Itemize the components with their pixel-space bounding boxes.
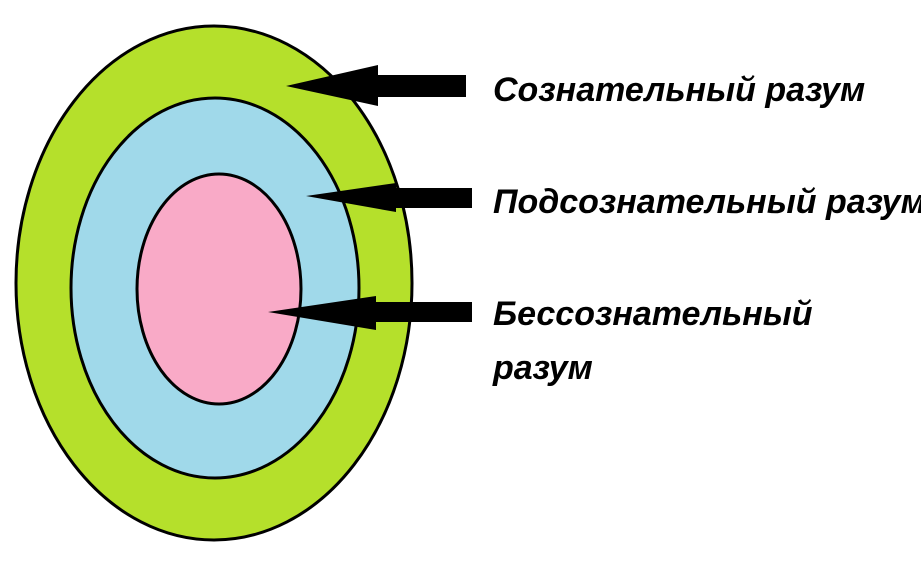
label-unconscious-line2: разум xyxy=(492,349,593,387)
arrow-conscious xyxy=(286,65,466,106)
unconscious-layer-ellipse xyxy=(135,172,303,406)
label-subconscious: Подсознательный разум xyxy=(493,183,921,221)
arrow-unconscious xyxy=(268,296,472,330)
label-conscious: Сознательный разум xyxy=(493,71,865,109)
label-unconscious-line1: Бессознательный xyxy=(493,295,813,333)
arrow-subconscious xyxy=(306,183,472,212)
